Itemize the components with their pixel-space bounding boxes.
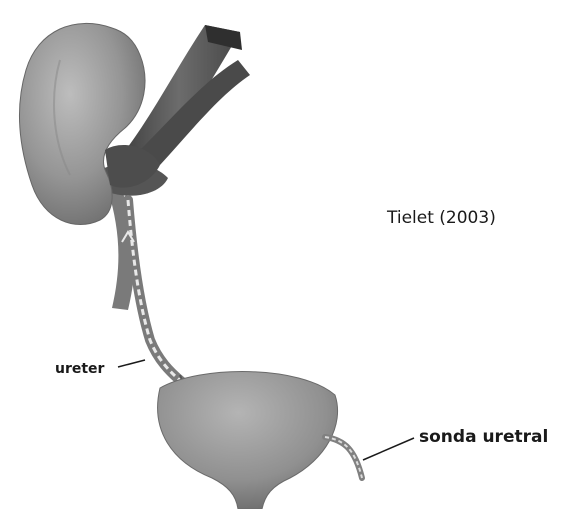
catheter-leader-line [363, 438, 414, 460]
catheter-label: sonda uretral [419, 427, 548, 447]
urethral-catheter [325, 437, 362, 478]
ureter-label: ureter [55, 361, 105, 377]
ureter-leader-line [118, 360, 145, 367]
bladder [158, 372, 338, 509]
citation-label: Tielet (2003) [386, 208, 496, 228]
